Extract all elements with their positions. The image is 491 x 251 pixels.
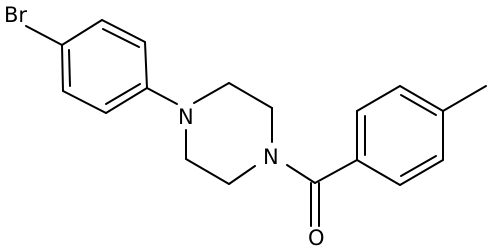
ring1-bond-5: [62, 90, 107, 114]
bond-n-carbonyl: [286, 164, 316, 184]
pip-bond-4: [228, 165, 256, 185]
pip-bond-5: [185, 158, 230, 185]
pip-bond-2: [228, 82, 273, 109]
atom-label-oxygen: O: [308, 226, 325, 250]
pip-bond-1: [193, 82, 230, 104]
ring1-bond-4: [105, 87, 148, 114]
tolyl-ring: [356, 85, 487, 186]
bond-br-c: [25, 25, 63, 46]
carbonyl-group: [286, 159, 358, 227]
ring2-inner-bond-2: [400, 94, 437, 116]
ring1-bond-3: [144, 41, 148, 89]
ring1-bond-1: [61, 19, 103, 46]
atom-label-bromine: Br: [4, 3, 27, 27]
bond-aryl-n: [146, 87, 178, 105]
bond-carbonyl-aryl: [314, 159, 358, 184]
ring2-bond-6: [356, 159, 401, 186]
piperazine-ring: [146, 82, 273, 185]
ring1-inner-bond-2: [105, 83, 141, 105]
atom-label-nitrogen-bottom: N: [263, 145, 279, 169]
ring1-inner-bond-3: [68, 49, 71, 87]
ring2-inner-bond-3: [400, 155, 437, 177]
ring2-bond-2: [356, 85, 401, 112]
ring1-bond-6: [61, 44, 64, 92]
ring2-bond-5: [399, 159, 444, 186]
atom-label-nitrogen-top: N: [178, 105, 194, 129]
ring2-bond-3: [399, 85, 444, 112]
bond-methyl: [442, 85, 487, 112]
ring1-inner-bond-1: [102, 28, 140, 48]
ring1-bond-2: [101, 19, 146, 43]
bromophenyl-ring: [25, 19, 148, 114]
